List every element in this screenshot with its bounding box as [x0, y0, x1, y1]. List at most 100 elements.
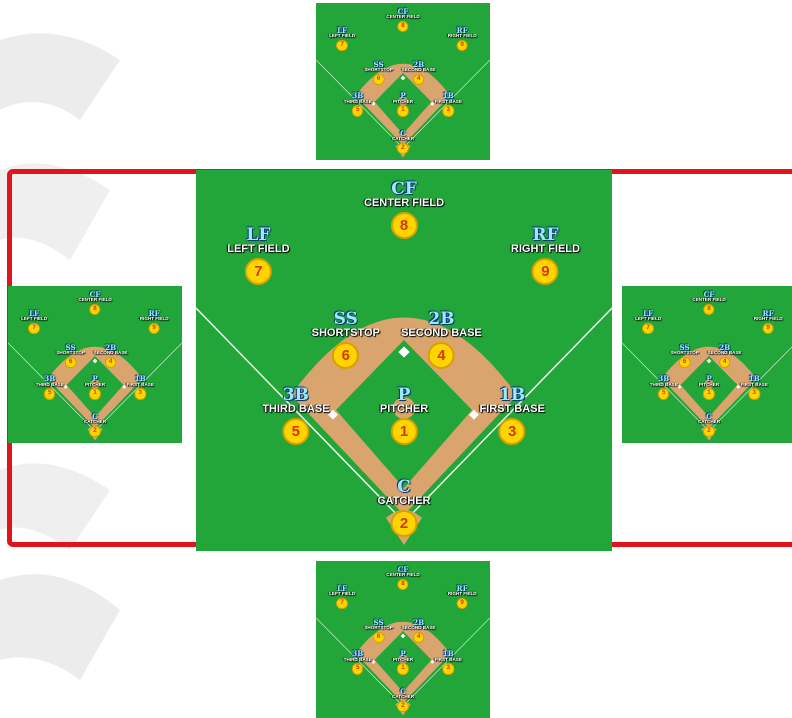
position-number-marker: 7 [336, 40, 347, 51]
position-number-marker: 2 [397, 701, 408, 712]
position-name: SECOND BASE [402, 68, 436, 73]
position-number-marker: 8 [391, 212, 418, 239]
position-name: FIRST BASE [127, 383, 154, 388]
position-number-marker: 6 [332, 342, 359, 369]
position-name: PITCHER [699, 383, 719, 388]
position-name: PITCHER [393, 100, 413, 105]
position-c: CCATCHER2 [84, 413, 106, 437]
position-number-marker: 2 [397, 143, 408, 154]
position-name: RIGHT FIELD [448, 34, 477, 39]
position-number-marker: 6 [679, 357, 690, 368]
position-number-marker: 3 [135, 388, 146, 399]
position-number-marker: 7 [28, 323, 39, 334]
position-name: SECOND BASE [94, 351, 128, 356]
position-abbr: CF [364, 181, 444, 198]
position-p: PPITCHER1 [393, 92, 413, 116]
position-p: PPITCHER1 [85, 375, 105, 399]
position-rf: RFRIGHT FIELD9 [448, 585, 477, 609]
position-abbr: LF [227, 227, 289, 244]
position-abbr: RF [511, 227, 580, 244]
position-number-marker: 9 [149, 323, 160, 334]
position-name: THIRD BASE [650, 383, 678, 388]
position-number-marker: 1 [703, 388, 714, 399]
position-name: RIGHT FIELD [140, 317, 169, 322]
position-number-marker: 3 [443, 663, 454, 674]
position-name: FIRST BASE [435, 100, 462, 105]
position-abbr: 1B [479, 387, 544, 404]
field-diagram-center: CFCENTER FIELD 8LFLEFT FIELD 7 RFRIGHT FIEL… [196, 170, 612, 551]
position-name: SECOND BASE [402, 626, 436, 631]
position-c: CCATCHER 2 [378, 479, 431, 537]
position-1b: 1BFIRST BASE3 [741, 375, 768, 399]
position-name: SHORTSTOP [312, 328, 380, 339]
position-number-marker: 3 [499, 418, 526, 445]
position-abbr: 2B [401, 311, 482, 328]
position-3b: 3BTHIRD BASE5 [344, 92, 372, 116]
position-name: CATCHER [84, 420, 106, 425]
position-number-marker: 6 [373, 632, 384, 643]
position-number-marker: 4 [413, 632, 424, 643]
position-name: FIRST BASE [741, 383, 768, 388]
field-diagram-left: CFCENTER FIELD8LFLEFT FIELD7RFRIGHT FIEL… [8, 286, 182, 443]
position-name: SECOND BASE [708, 351, 742, 356]
position-number-marker: 7 [245, 258, 272, 285]
position-number-marker: 8 [703, 304, 714, 315]
position-number-marker: 4 [413, 74, 424, 85]
position-number-marker: 1 [391, 418, 418, 445]
position-number-marker: 3 [443, 105, 454, 116]
position-number-marker: 1 [397, 663, 408, 674]
position-name: RIGHT FIELD [754, 317, 783, 322]
position-name: RIGHT FIELD [511, 244, 580, 255]
position-number-marker: 7 [642, 323, 653, 334]
position-number-marker: 5 [352, 105, 363, 116]
position-name: PITCHER [393, 658, 413, 663]
position-name: SECOND BASE [401, 328, 482, 339]
position-c: CCATCHER2 [698, 413, 720, 437]
position-name: PITCHER [380, 404, 428, 415]
position-abbr: 3B [262, 387, 329, 404]
position-p: PPITCHER 1 [380, 387, 428, 445]
position-name: THIRD BASE [262, 404, 329, 415]
position-name: FIRST BASE [479, 404, 544, 415]
position-number-marker: 9 [763, 323, 774, 334]
position-rf: RFRIGHT FIELD9 [511, 227, 580, 285]
position-name: CATCHER [698, 420, 720, 425]
position-number-marker: 3 [749, 388, 760, 399]
position-name: CENTER FIELD [692, 298, 725, 303]
position-lf: LFLEFT FIELD7 [329, 27, 355, 51]
position-name: CENTER FIELD [364, 198, 444, 209]
position-name: FIRST BASE [435, 658, 462, 663]
position-number-marker: 5 [282, 418, 309, 445]
position-name: THIRD BASE [36, 383, 64, 388]
position-name: SHORTSTOP [364, 68, 393, 73]
position-2b: 2BSECOND BASE4 [402, 619, 436, 643]
position-name: CATCHER [392, 137, 414, 142]
position-number-marker: 7 [336, 598, 347, 609]
position-name: LEFT FIELD [21, 317, 47, 322]
position-name: LEFT FIELD [227, 244, 289, 255]
position-abbr: SS [312, 311, 380, 328]
position-number-marker: 6 [373, 74, 384, 85]
position-abbr: P [380, 387, 428, 404]
position-number-marker: 4 [428, 342, 455, 369]
position-name: CENTER FIELD [386, 15, 419, 20]
position-number-marker: 2 [391, 510, 418, 537]
position-name: LEFT FIELD [329, 592, 355, 597]
position-name: CATCHER [378, 496, 431, 507]
position-abbr: C [378, 479, 431, 496]
position-number-marker: 2 [703, 426, 714, 437]
